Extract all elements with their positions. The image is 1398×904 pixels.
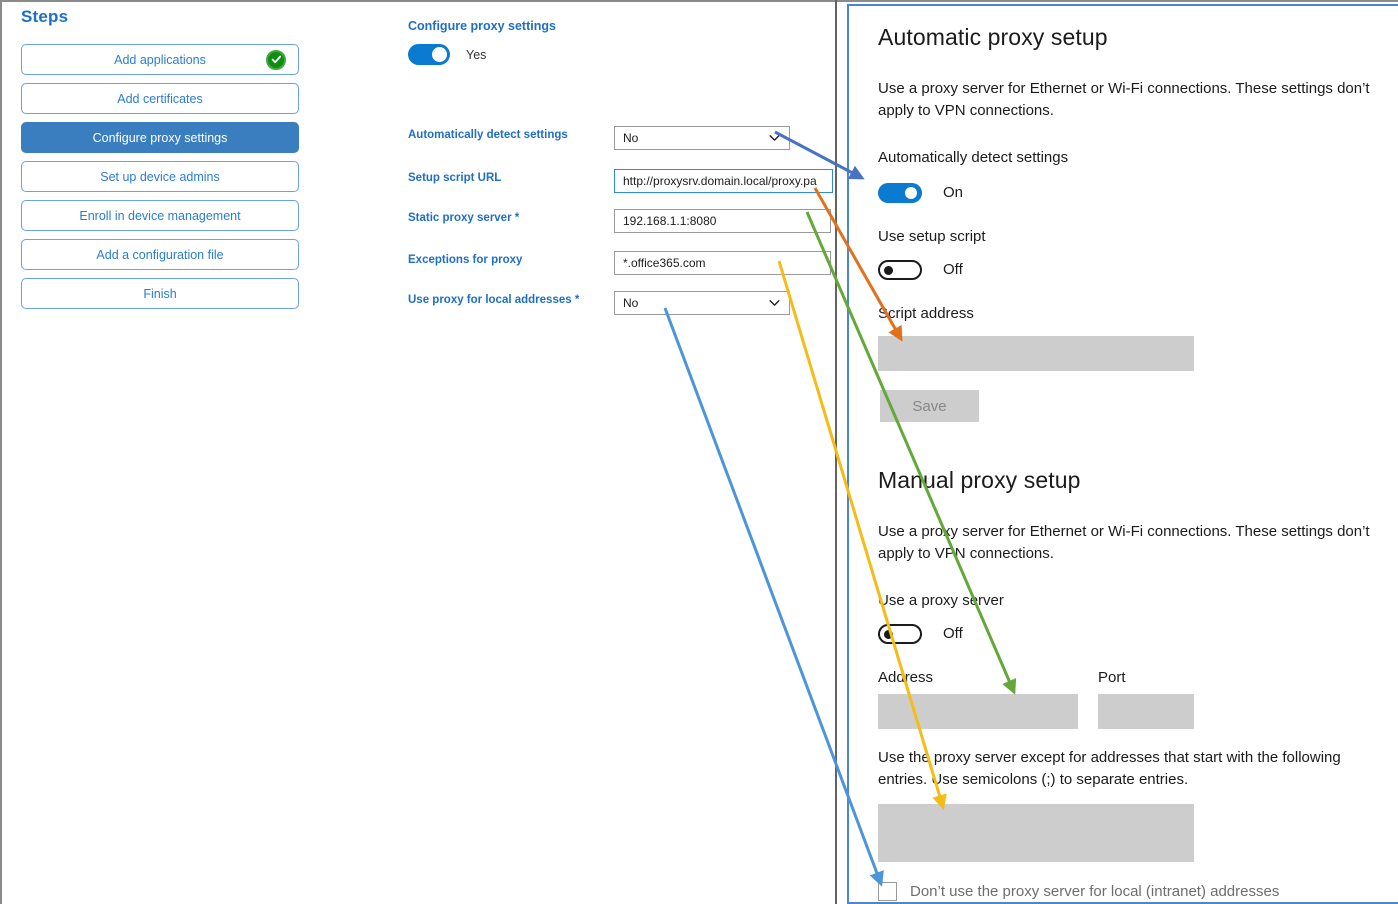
step-item-4[interactable]: Enroll in device management [21,200,299,231]
manual-proxy-setup-heading: Manual proxy setup [878,467,1081,493]
step-item-label: Add a configuration file [96,247,224,262]
chevron-down-icon [769,135,780,141]
address-input[interactable] [878,694,1078,729]
field-input-1[interactable]: http://proxysrv.domain.local/proxy.pa [614,169,833,193]
configure-proxy-toggle-row: Yes [408,44,486,65]
step-item-1[interactable]: Add certificates [21,83,299,114]
use-setup-script-label: Use setup script [878,228,986,245]
use-a-proxy-server-toggle[interactable] [878,624,922,644]
port-label: Port [1098,669,1126,686]
step-item-label: Add certificates [117,91,203,106]
field-label-text: Static proxy server [408,212,512,224]
field-label-2: Static proxy server * [408,212,519,224]
step-item-5[interactable]: Add a configuration file [21,239,299,270]
port-input[interactable] [1098,694,1194,729]
form-heading: Configure proxy settings [408,19,556,33]
check-circle-icon [266,49,286,70]
field-value: No [623,131,639,145]
use-setup-script-state: Off [943,261,963,278]
automatic-proxy-setup-description: Use a proxy server for Ethernet or Wi-Fi… [878,80,1370,119]
script-address-input[interactable] [878,336,1194,371]
automatically-detect-settings-toggle[interactable] [878,183,922,203]
field-select-4[interactable]: No [614,291,790,315]
field-value: http://proxysrv.domain.local/proxy.pa [623,174,817,188]
chevron-down-icon [769,300,780,306]
bypass-local-addresses-label: Don’t use the proxy server for local (in… [910,883,1280,900]
windows-proxy-settings-panel: Automatic proxy setup Use a proxy server… [847,4,1398,904]
step-item-2[interactable]: Configure proxy settings [21,122,299,153]
automatically-detect-settings-state: On [943,184,964,201]
use-a-proxy-server-state: Off [943,625,963,642]
required-marker: * [511,212,520,224]
bypass-local-addresses-row[interactable]: Don’t use the proxy server for local (in… [878,882,1279,901]
panel-divider [835,0,837,904]
field-label-text: Use proxy for local addresses [408,294,572,306]
use-setup-script-toggle[interactable] [878,260,922,280]
proxy-exceptions-description: Use the proxy server except for addresse… [878,749,1341,788]
field-input-3[interactable]: *.office365.com [614,251,831,275]
steps-title: Steps [21,7,69,26]
field-label-1: Setup script URL [408,172,501,184]
configure-proxy-toggle-value: Yes [466,47,487,62]
field-label-3: Exceptions for proxy [408,254,522,266]
toggle-knob [432,47,447,62]
step-item-3[interactable]: Set up device admins [21,161,299,192]
proxy-form-panel: Configure proxy settings Yes Automatical… [395,0,835,904]
toggle-knob [905,187,917,199]
field-label-text: Automatically detect settings [408,129,568,141]
step-item-label: Finish [143,286,177,301]
save-button[interactable]: Save [880,390,979,422]
window-left-rule [0,0,2,904]
field-select-0[interactable]: No [614,126,790,150]
field-value: No [623,296,639,310]
step-item-0[interactable]: Add applications [21,44,299,75]
use-a-proxy-server-label: Use a proxy server [878,592,1004,609]
field-value: *.office365.com [623,256,706,270]
toggle-knob [884,630,893,639]
proxy-exceptions-input[interactable] [878,804,1194,862]
step-item-label: Add applications [114,52,206,67]
field-label-0: Automatically detect settings [408,129,568,141]
step-item-label: Configure proxy settings [92,130,228,145]
field-label-text: Exceptions for proxy [408,254,523,266]
configure-proxy-toggle[interactable] [408,44,450,65]
toggle-knob [884,266,893,275]
address-label: Address [878,669,934,686]
required-marker: * [571,294,580,306]
script-address-label: Script address [878,305,974,322]
manual-proxy-setup-description: Use a proxy server for Ethernet or Wi-Fi… [878,523,1370,562]
step-item-label: Set up device admins [100,169,220,184]
field-label-text: Setup script URL [408,172,502,184]
automatically-detect-settings-label: Automatically detect settings [878,149,1069,166]
field-label-4: Use proxy for local addresses * [408,294,579,306]
field-input-2[interactable]: 192.168.1.1:8080 [614,209,831,233]
window-top-rule [0,0,1398,2]
field-value: 192.168.1.1:8080 [623,214,717,228]
step-item-6[interactable]: Finish [21,278,299,309]
step-item-label: Enroll in device management [79,208,241,223]
bypass-local-addresses-checkbox[interactable] [878,882,897,901]
automatic-proxy-setup-heading: Automatic proxy setup [878,24,1108,50]
